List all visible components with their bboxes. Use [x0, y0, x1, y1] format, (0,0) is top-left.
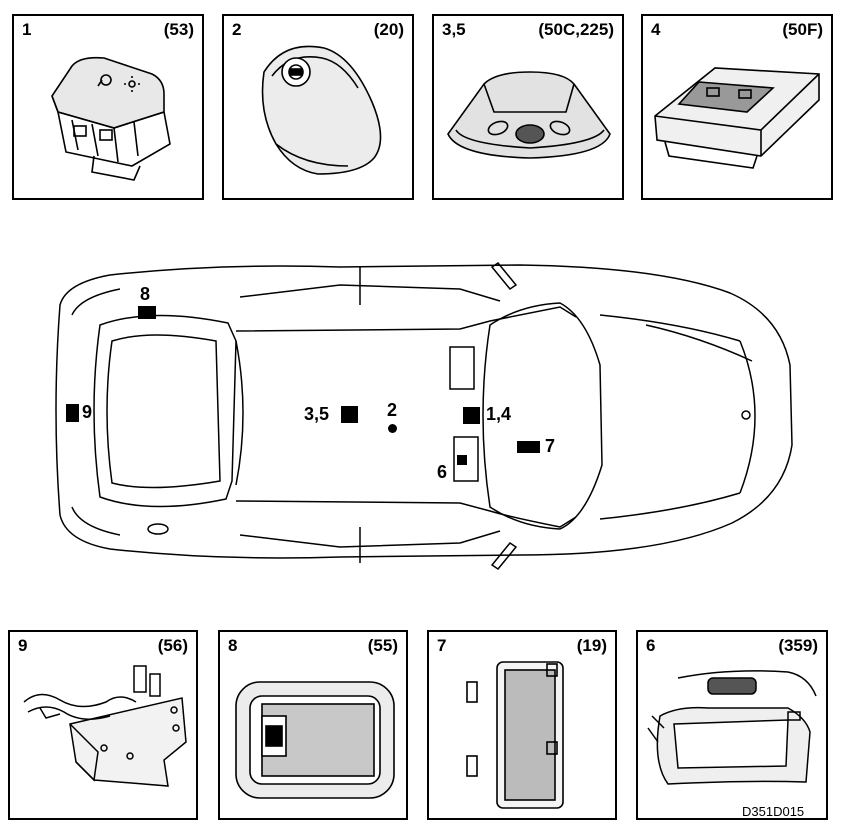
roof-console-lamp-drawing: [447, 71, 611, 159]
callout-tailgate-lock: 9: [82, 402, 93, 422]
panel-reference: (50C,225): [538, 20, 614, 39]
callout-courtesy-lamp: 7: [545, 436, 556, 456]
panel-reference: (55): [367, 636, 398, 655]
tailgate-lock-drawing: [23, 665, 187, 787]
marker-courtesy-lamp: [517, 441, 540, 453]
vanity-mirror-lamp-drawing: [647, 670, 817, 785]
panel-lamp-switch: 1 (53): [12, 14, 204, 200]
panel-reference: (20): [373, 20, 404, 39]
panel-reference: (56): [157, 636, 188, 655]
callout-ignition-switch: 2: [387, 400, 398, 420]
panel-courtesy-lamp: 7 (19): [427, 630, 617, 820]
panel-roof-console-lamp: 3,5 (50C,225): [432, 14, 624, 200]
marker-vanity-mirror-lamp: [457, 455, 467, 465]
diagram-code: D351D015: [742, 804, 805, 819]
panel-vanity-mirror-lamp: 6 (359): [636, 630, 828, 820]
luggage-lamp-drawing: [235, 681, 395, 799]
panel-number: 9: [18, 636, 28, 655]
panel-reference: (359): [778, 636, 818, 655]
panel-reference: (50F): [782, 20, 823, 39]
marker-ignition-switch: [388, 424, 397, 433]
interior-lamp-drawing: [654, 67, 820, 169]
marker-luggage-lamp: [138, 306, 156, 319]
callout-roof-console-lamp: 3,5: [304, 404, 330, 424]
car-plan-view: [55, 261, 793, 571]
courtesy-lamp-drawing: [466, 661, 564, 809]
panel-number: 3,5: [442, 20, 466, 39]
callout-vanity-mirror-lamp: 6: [437, 462, 448, 482]
callout-lamp-switch: 1,4: [486, 404, 512, 424]
panel-number: 4: [651, 20, 661, 39]
panel-number: 7: [437, 636, 447, 655]
panel-number: 2: [232, 20, 242, 39]
panel-number: 1: [22, 20, 32, 39]
panel-reference: (19): [576, 636, 607, 655]
panel-reference: (53): [163, 20, 194, 39]
lamp-switch-drawing: [51, 56, 171, 181]
panel-number: 6: [646, 636, 656, 655]
callout-luggage-lamp: 8: [140, 284, 151, 304]
panel-ignition-switch: 2 (20): [222, 14, 414, 200]
marker-lamp-switch: [463, 407, 480, 424]
marker-roof-console-lamp: [341, 406, 358, 423]
marker-tailgate-lock: [66, 404, 79, 422]
panel-tailgate-lock: 9 (56): [8, 630, 198, 820]
panel-interior-lamp: 4 (50F): [641, 14, 833, 200]
panel-number: 8: [228, 636, 238, 655]
ignition-switch-drawing: [261, 45, 382, 175]
panel-luggage-lamp: 8 (55): [218, 630, 408, 820]
